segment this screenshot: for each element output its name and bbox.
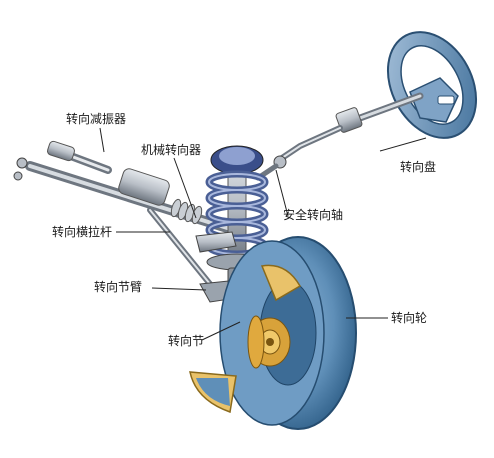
steering-column-icon [255, 92, 424, 181]
tie-rod-icon [147, 207, 213, 287]
label-steering-wheel: 转向盘 [400, 160, 437, 174]
label-wheel: 转向轮 [391, 311, 428, 325]
label-knuckle: 转向节 [168, 334, 205, 348]
lower-arm-icon [195, 231, 237, 253]
label-knuckle-arm: 转向节臂 [94, 280, 143, 294]
label-steering-damper: 转向减振器 [66, 112, 127, 126]
leader-lines [99, 127, 427, 341]
steering-gear-icon [13, 140, 245, 237]
label-steering-gear: 机械转向器 [141, 143, 202, 157]
steering-wheel-icon [386, 31, 478, 139]
wheel-icon [189, 236, 357, 430]
label-tie-rod: 转向横拉杆 [52, 225, 113, 239]
label-safety-column: 安全转向轴 [283, 208, 344, 222]
